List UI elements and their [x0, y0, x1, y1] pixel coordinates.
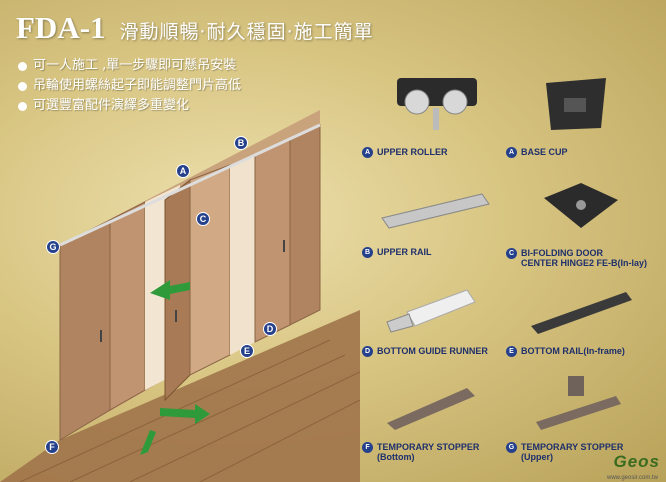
upper-rail-label: UPPER RAIL	[377, 247, 432, 257]
bottom-rail-image	[531, 292, 632, 334]
feature-item: 吊輪使用螺絲起子即能調整門片高低	[18, 76, 241, 96]
bullet-icon	[18, 61, 27, 71]
part-center-hinge: C BI-FOLDING DOOR CENTER HINGE2 FE-B(In-…	[506, 178, 656, 274]
stopper-upper-image	[536, 376, 621, 430]
base-cup-image	[546, 78, 606, 130]
feature-list: 可一人施工 ,單一步驟即可懸吊安裝 吊輪使用螺絲起子即能調整門片高低 可選豐富配…	[18, 56, 241, 116]
marker-d: D	[263, 322, 277, 336]
marker-g: G	[46, 240, 60, 254]
bottom-rail-label: BOTTOM RAIL(In-frame)	[521, 346, 625, 356]
stopper-bottom-image	[387, 388, 475, 430]
center-hinge-label: BI-FOLDING DOOR	[521, 248, 603, 258]
base-cup-label: BASE CUP	[521, 147, 568, 157]
tagline: 滑動順暢‧耐久穩固‧施工簡單	[119, 21, 374, 43]
upper-roller-image	[397, 78, 477, 130]
marker-f: F	[45, 440, 59, 454]
header: FDA-1 滑動順暢‧耐久穩固‧施工簡單	[16, 10, 374, 46]
marker-c: C	[196, 212, 210, 226]
marker-b: B	[234, 136, 248, 150]
stopper-upper-label: TEMPORARY STOPPER	[521, 442, 624, 452]
wardrobe-illustration: A B C D E F G	[0, 110, 361, 482]
center-hinge-label-2: CENTER HINGE2 FE-B(In-lay)	[521, 258, 648, 268]
part-stopper-bottom: F TEMPORARY STOPPER (Bottom)	[362, 378, 502, 468]
brand-logo: Geos	[613, 452, 660, 471]
upper-rail-image	[381, 193, 490, 229]
part-upper-roller: A UPPER ROLLER	[362, 68, 502, 158]
brand-url: www.geosir.com.tw	[606, 475, 658, 481]
upper-roller-label: UPPER ROLLER	[377, 147, 448, 157]
stopper-bottom-label: TEMPORARY STOPPER	[377, 442, 480, 452]
bottom-guide-runner-label: BOTTOM GUIDE RUNNER	[377, 346, 488, 356]
part-bottom-rail: E BOTTOM RAIL(In-frame)	[506, 282, 656, 360]
part-bottom-guide-runner: D BOTTOM GUIDE RUNNER	[362, 282, 502, 360]
bottom-guide-runner-image	[386, 289, 476, 333]
marker-a: A	[176, 164, 190, 178]
feature-item: 可一人施工 ,單一步驟即可懸吊安裝	[18, 56, 241, 76]
part-upper-rail: B UPPER RAIL	[362, 190, 502, 260]
part-stopper-upper: G TEMPORARY STOPPER (Upper)	[506, 372, 656, 468]
part-base-cup: A BASE CUP	[506, 68, 656, 158]
model-title: FDA-1	[16, 10, 106, 45]
center-hinge-image	[544, 183, 618, 228]
feature-item: 可選豐富配件演繹多重變化	[18, 96, 241, 116]
wardrobe-drawing	[0, 110, 361, 482]
stopper-bottom-label-2: (Bottom)	[377, 452, 415, 462]
bullet-icon	[18, 101, 27, 111]
marker-e: E	[240, 344, 254, 358]
stopper-upper-label-2: (Upper)	[521, 452, 553, 462]
bullet-icon	[18, 81, 27, 91]
